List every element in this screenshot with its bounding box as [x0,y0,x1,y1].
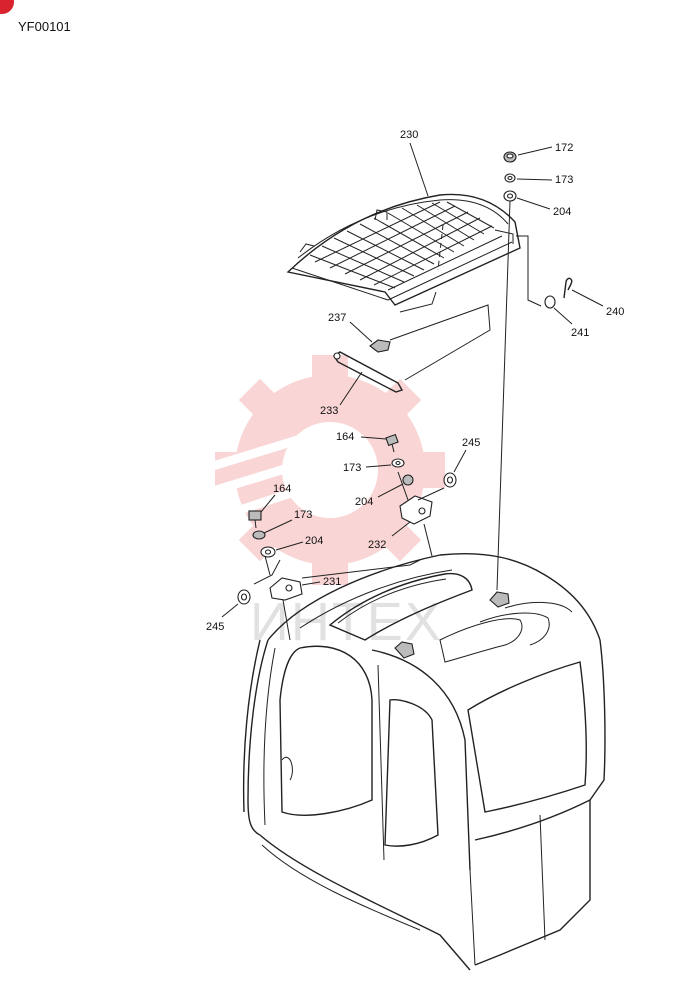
callout-204-top: 204 [553,206,571,218]
washer-204-left [260,546,276,558]
callout-173-left: 173 [294,509,312,521]
pin-240 [563,277,573,299]
ring-241 [544,295,556,309]
hinge-231 [269,577,303,601]
callout-164-left: 164 [273,483,291,495]
bushing-245-right [443,472,457,488]
callout-240: 240 [606,306,624,318]
callout-245-right: 245 [462,437,480,449]
bolt-164-right [385,433,399,453]
washer-173-left [252,530,266,540]
callout-173-top: 173 [555,174,573,186]
callout-204-left: 204 [305,535,323,547]
bracket-237 [369,339,391,353]
callout-230: 230 [400,129,418,141]
bushing-245-left [237,589,251,605]
nut-172 [503,151,517,163]
callout-164-right: 164 [336,431,354,443]
callout-232: 232 [368,539,386,551]
callout-231: 231 [323,576,341,588]
watermark-text: ИНТЕХ [250,592,443,652]
hinge-232 [399,495,433,525]
operator-cab [242,553,606,971]
callout-172: 172 [555,142,573,154]
callout-233: 233 [320,405,338,417]
bolt-164-left [248,510,262,529]
roof-guard-230 [286,193,521,313]
callout-245-left: 245 [206,621,224,633]
washer-204-mid [402,474,414,486]
washer-204-top [503,190,517,202]
callout-241: 241 [571,327,589,339]
washer-173-mid [391,458,405,468]
rod-233 [333,351,404,393]
watermark-gear-icon [198,355,445,585]
washer-173-top [504,173,516,183]
callout-173-mid: 173 [343,462,361,474]
document-code: YF00101 [18,19,71,34]
callout-237: 237 [328,312,346,324]
callout-204-mid: 204 [355,496,373,508]
